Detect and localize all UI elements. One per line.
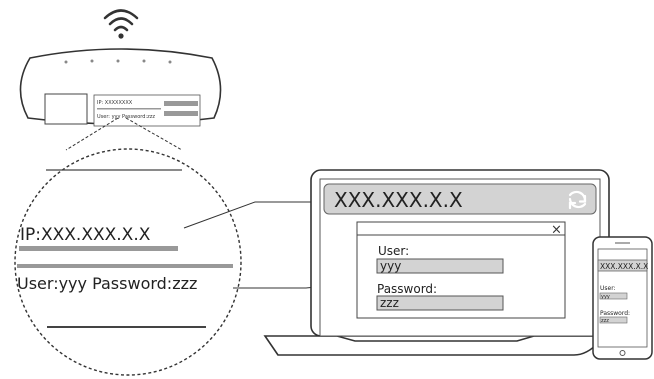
login-dialog: × User: yyy Password: zzz — [356, 221, 566, 319]
magnified-label-view: IP:XXX.XXX.X.X User:yyy Password:zzz — [14, 148, 242, 376]
refresh-icon[interactable] — [568, 190, 587, 210]
router-label-ip-text: IP: XXXXXXXX — [97, 100, 133, 106]
router-front-panel — [44, 93, 88, 125]
phone-password-value: zzz — [601, 318, 609, 324]
browser-address-text: XXX.XXX.X.X — [334, 188, 463, 212]
phone-user-value: yyy — [601, 294, 610, 300]
router-device: IP: XXXXXXXX User: yyy Password:zzz — [19, 48, 222, 127]
wifi-icon — [103, 9, 139, 39]
login-user-field[interactable] — [376, 258, 504, 274]
router-indicator-lights — [64, 59, 172, 64]
dialog-close-button[interactable]: × — [551, 223, 562, 238]
phone-user-field[interactable] — [599, 292, 628, 300]
login-password-field[interactable] — [376, 295, 504, 311]
router-label-credentials-text: User: yyy Password:zzz — [97, 114, 155, 120]
magnified-credentials-text: User:yyy Password:zzz — [17, 274, 197, 293]
phone-password-field[interactable] — [599, 316, 628, 324]
magnifier-cone — [65, 117, 183, 151]
phone-device: XXX.XXX.X.X User: yyy Password: zzz — [592, 236, 653, 360]
router-label-sticker — [93, 94, 201, 127]
phone-password-label: Password: — [600, 310, 630, 317]
login-password-label: Password: — [377, 282, 437, 296]
login-user-value: yyy — [380, 259, 401, 273]
login-user-label: User: — [378, 244, 409, 258]
phone-address-bar[interactable] — [597, 259, 648, 272]
phone-user-label: User: — [600, 285, 616, 292]
phone-address-text: XXX.XXX.X.X — [600, 262, 648, 271]
magnified-ip-text: IP:XXX.XXX.X.X — [20, 225, 151, 245]
browser-address-bar[interactable] — [323, 183, 597, 215]
magnified-label-bar — [19, 246, 178, 251]
laptop-device: XXX.XXX.X.X × User: yyy Password: zzz — [263, 169, 610, 356]
magnified-label-bar — [17, 264, 233, 268]
login-password-value: zzz — [380, 296, 399, 310]
